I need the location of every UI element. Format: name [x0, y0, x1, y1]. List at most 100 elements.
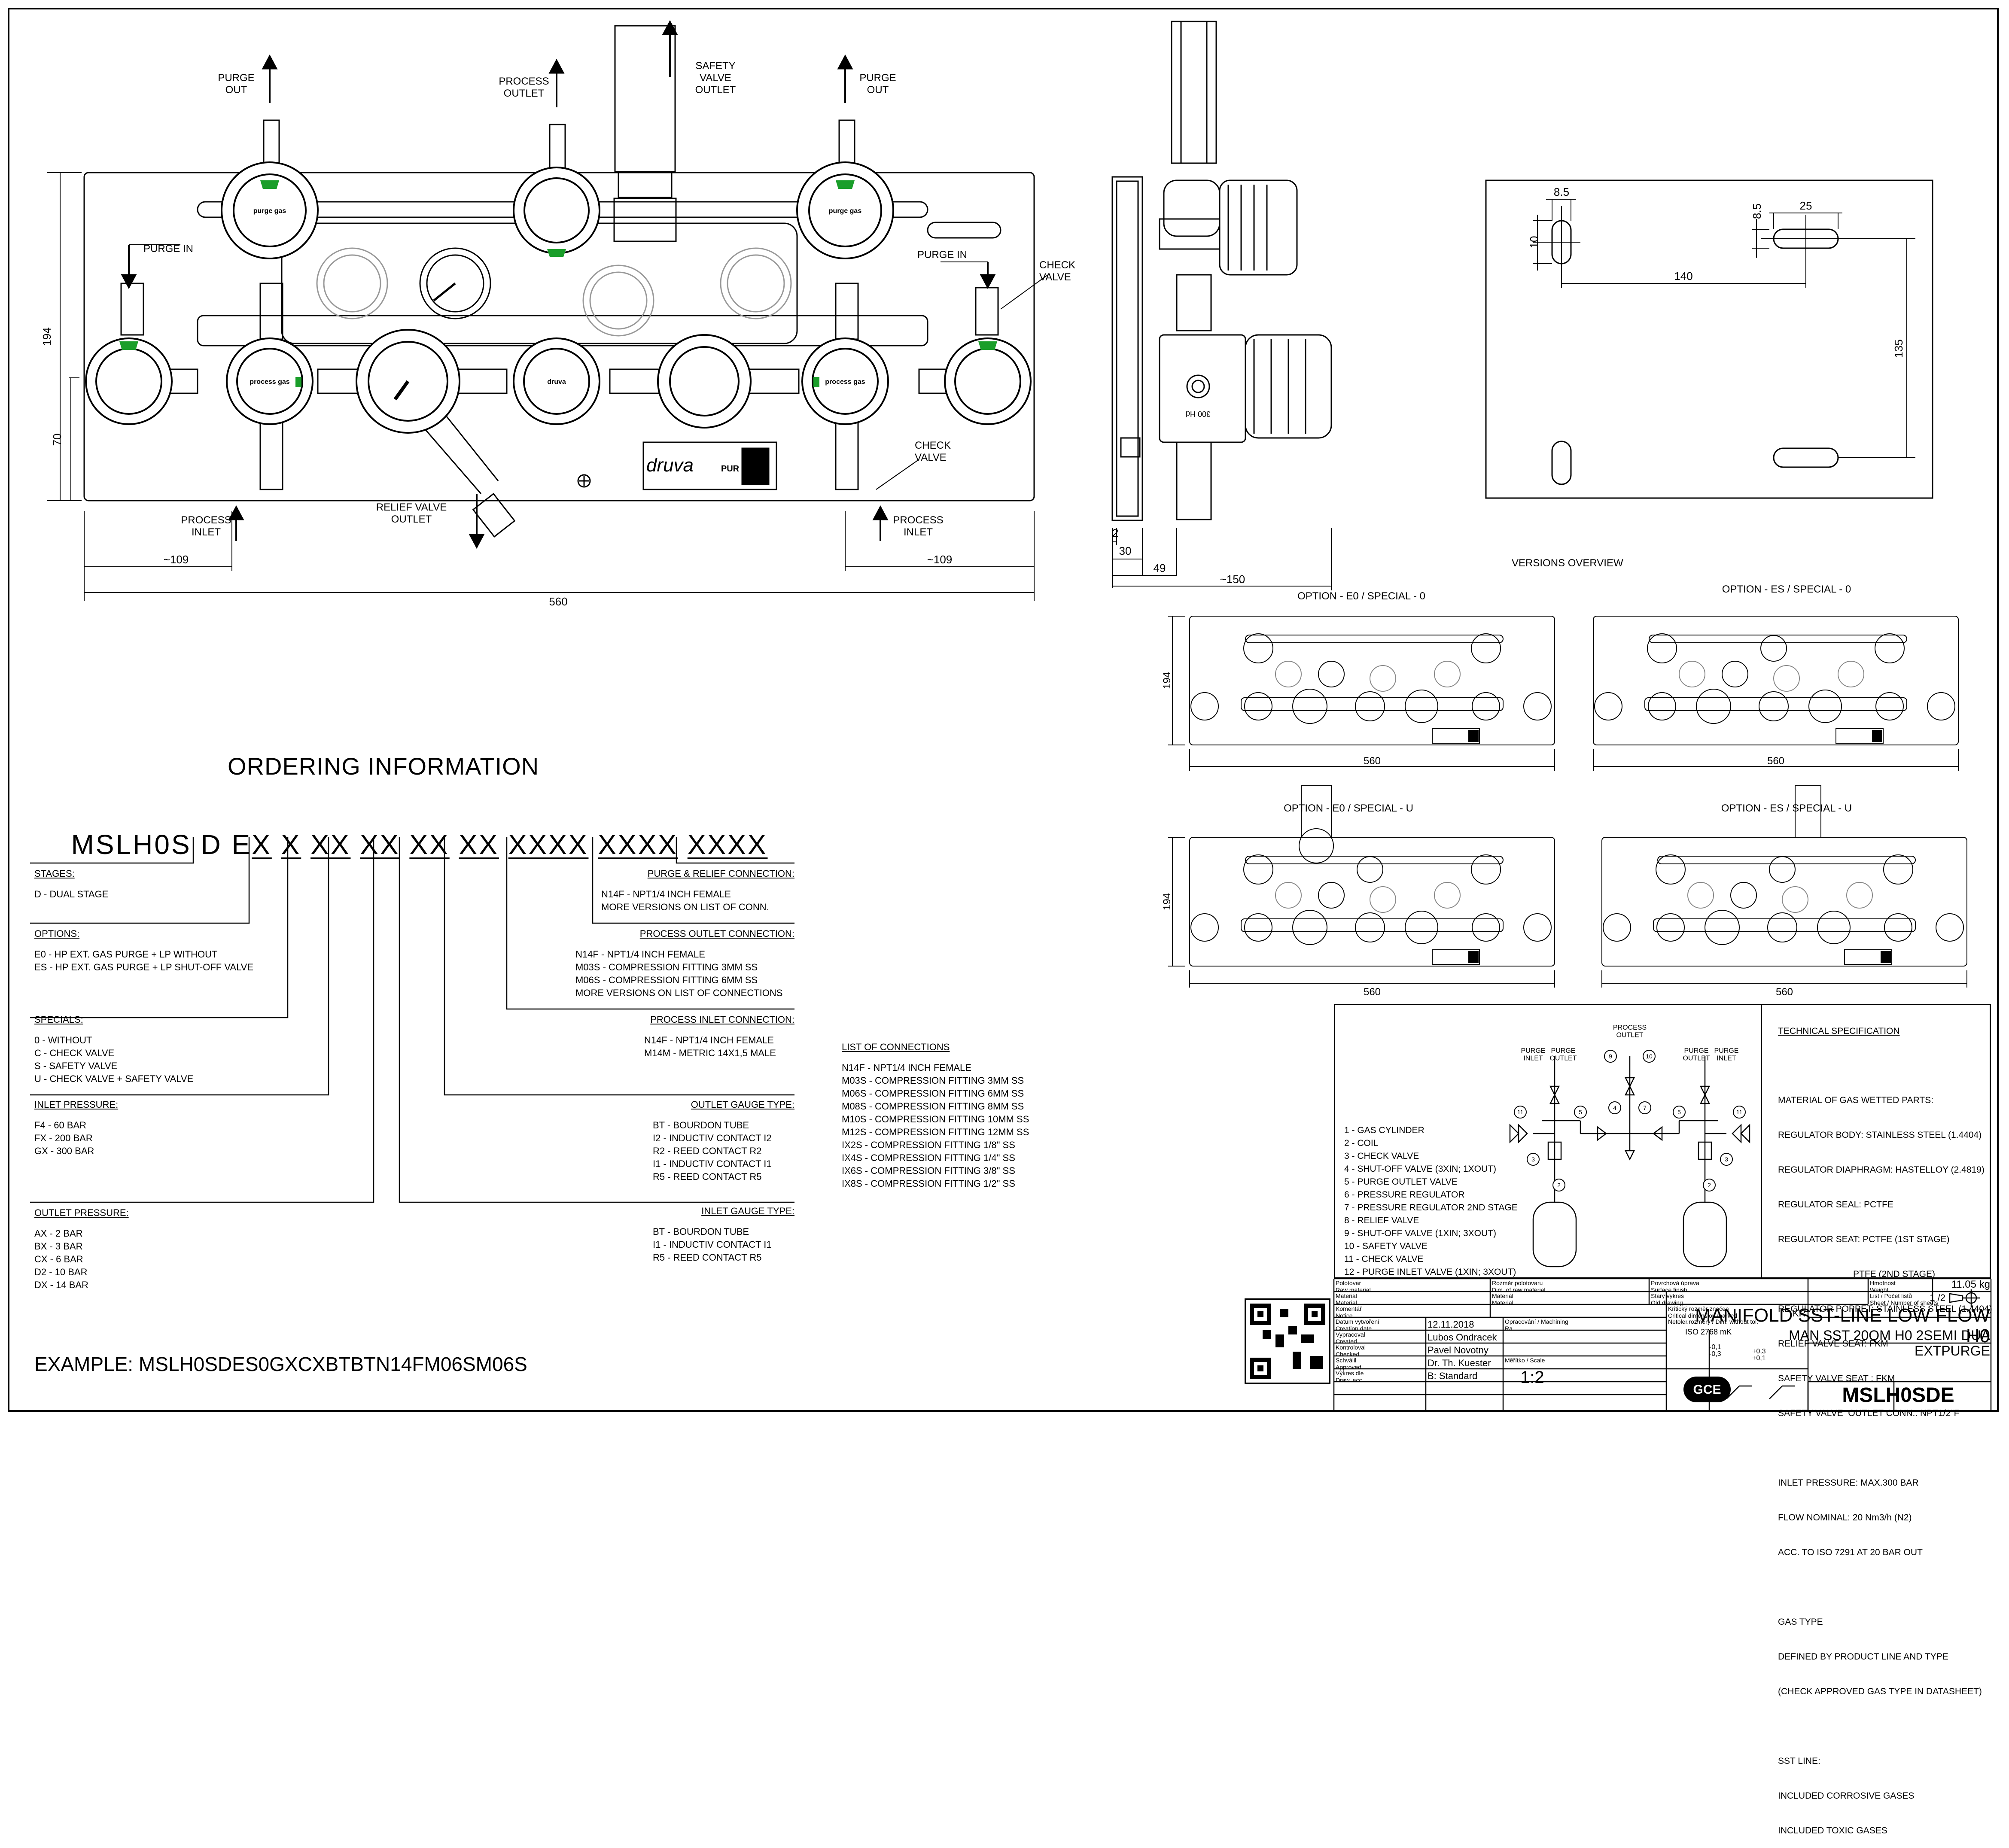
ordering-title: ORDERING INFORMATION [228, 753, 539, 780]
versions-overview: OPTION - E0 / SPECIAL - 0 OPTION - ES / … [1161, 584, 1967, 996]
gauge-rating: 300 Hd [1186, 410, 1211, 418]
purge-in-right-label: PURGE IN [917, 249, 968, 261]
dim-30: 30 [1119, 544, 1132, 557]
tb-approved: Dr. Th. Kuester [1428, 1358, 1491, 1368]
tb-lbl: Polotovar Raw material [1336, 1280, 1371, 1293]
dim-109-left: ~109 [164, 553, 189, 566]
process-inlet-right-label: PROCESS INLET [893, 514, 944, 538]
svg-text:3: 3 [1531, 1156, 1535, 1163]
tb-lbl: Netoler.rozměry / Dim. without tol. [1668, 1318, 1759, 1325]
drawing-frame [8, 8, 1999, 1412]
tb-revision: KR [1793, 1308, 1806, 1319]
section-process-outlet: PROCESS OUTLET CONNECTION: N14F - NPT1/4… [575, 928, 794, 998]
version-caption: OPTION - ES / SPECIAL - U [1721, 802, 1852, 814]
tb-weight: 11.05 kg [1951, 1279, 1990, 1290]
dim-height: 194 [40, 327, 53, 346]
tb-lbl: Starý výkres Old drawing [1651, 1292, 1684, 1306]
purge-out-left-label: PURGE OUT [218, 72, 255, 96]
tb-checked: Pavel Novotny [1428, 1345, 1488, 1356]
tb-lbl: Opracování / Machining Ra [1505, 1318, 1568, 1332]
code-part: XXXX [687, 829, 768, 860]
purge-in-left-label: PURGE IN [143, 243, 194, 255]
dim-width: 560 [549, 595, 567, 608]
code-part: XX [360, 829, 400, 860]
version-width: 560 [1776, 986, 1793, 996]
section-outlet-pressure: OUTLET PRESSURE: AX - 2 BAR BX - 3 BAR C… [34, 1207, 129, 1290]
code-part: XXXX [508, 829, 589, 860]
tb-lbl: Materiál Material [1492, 1292, 1513, 1306]
svg-text:3: 3 [1725, 1156, 1728, 1163]
code-part: XX [459, 829, 499, 860]
version-width: 560 [1364, 755, 1381, 767]
dim-8-5-b: 8.5 [1750, 204, 1763, 219]
dim-10: 10 [1528, 236, 1540, 249]
brand-logo: druva [646, 455, 694, 476]
order-example: EXAMPLE: MSLH0SDES0GXCXBTBTN14FM06SM06S [34, 1353, 527, 1375]
regulator-label: purge gas [829, 207, 862, 215]
tb-lbl: Měřítko / Scale [1505, 1357, 1545, 1364]
list-of-connections: LIST OF CONNECTIONS N14F - NPT1/4 INCH F… [842, 1042, 1029, 1189]
tb-scale: 1:2 [1520, 1368, 1544, 1387]
section-inlet-pressure: INLET PRESSURE: F4 - 60 BAR FX - 200 BAR… [34, 1099, 119, 1156]
version-width: 560 [1767, 755, 1784, 767]
versions-title: VERSIONS OVERVIEW [1512, 557, 1623, 569]
code-part: X [252, 829, 272, 860]
tb-lbl: Povrchová úprava Surface finish [1651, 1280, 1699, 1293]
dim-70: 70 [51, 434, 64, 446]
section-stages: STAGES: D - DUAL STAGE [34, 868, 109, 900]
dim-109-right: ~109 [927, 553, 953, 566]
version-caption: OPTION - E0 / SPECIAL - 0 [1297, 590, 1425, 602]
version-caption: OPTION - ES / SPECIAL - 0 [1722, 584, 1851, 595]
ordering-leader-lines [30, 837, 794, 1203]
check-valve-bottom-label: CHECK VALVE [915, 440, 951, 463]
dim-25: 25 [1800, 199, 1812, 212]
dim-135: 135 [1892, 339, 1905, 358]
dim-49: 49 [1154, 562, 1166, 574]
tb-title-2: MAN SST 20QM H0 2SEMI DUA EXTPURGE [1789, 1328, 1990, 1359]
tb-tol-minus: -0,1 -0,3 [1709, 1343, 1721, 1358]
gce-logo [1683, 1377, 1731, 1402]
gce-logo-text: GCE [1693, 1383, 1721, 1397]
svg-text:9: 9 [1609, 1053, 1612, 1060]
brand-suffix: PUR [721, 464, 740, 474]
version-width: 560 [1364, 986, 1381, 996]
technical-specification: TECHNICAL SPECIFICATION MATERIAL OF GAS … [1778, 1026, 1992, 1836]
code-part: XX [310, 829, 351, 860]
tb-lbl: Výkres dle Draw. acc. [1336, 1370, 1364, 1383]
front-view-drawing: purge gas purge gas process gas process … [40, 20, 1048, 608]
section-specials: SPECIALS: 0 - WITHOUT C - CHECK VALVE S … [34, 1014, 194, 1084]
purge-out-right-label: PURGE OUT [859, 72, 896, 96]
tb-iso: ISO 2768 mK [1685, 1328, 1732, 1336]
safety-valve-outlet-label: SAFETY VALVE OUTLET [695, 60, 736, 96]
tb-lbl: List / Počet listů Sheet / Number of she… [1870, 1292, 1938, 1306]
tb-lbl: Komentář Notice [1336, 1305, 1362, 1319]
svg-text:5: 5 [1677, 1109, 1681, 1115]
tb-tol-plus: +0,3 +0,1 [1752, 1348, 1766, 1362]
tb-standard: B: Standard [1428, 1371, 1478, 1381]
process-outlet-label: PROCESS OUTLET [499, 76, 549, 99]
process-inlet-left-label: PROCESS INLET [181, 514, 231, 538]
back-view-drawing: 8.5 25 8.5 10 140 135 [1485, 179, 1933, 499]
svg-text:10: 10 [1646, 1053, 1653, 1060]
tb-date: 12.11.2018 [1428, 1319, 1474, 1330]
dim-140: 140 [1674, 270, 1692, 283]
version-height: 194 [1161, 672, 1173, 689]
tb-part-number: MSLH0SDE [1842, 1384, 1954, 1407]
schematic-box [1334, 1004, 1991, 1279]
tb-lbl: Kritický rozměr značen Critical dimensio… [1668, 1305, 1738, 1319]
dim-2: 2 [1112, 526, 1118, 539]
section-inlet-gauge: INLET GAUGE TYPE: BT - BOURDON TUBE I1 -… [653, 1206, 794, 1263]
code-part: XXXX [598, 829, 678, 860]
svg-text:2: 2 [1708, 1182, 1711, 1188]
regulator-label: purge gas [253, 207, 286, 215]
order-code-prefix: MSLH0S D E [71, 829, 252, 860]
tb-lbl: Kontroloval Checked [1336, 1344, 1366, 1358]
component-legend: 1 - GAS CYLINDER 2 - COIL 3 - CHECK VALV… [1344, 1125, 1518, 1277]
tb-lbl: Materiál Material [1336, 1292, 1357, 1306]
code-part: X [281, 829, 301, 860]
section-outlet-gauge: OUTLET GAUGE TYPE: BT - BOURDON TUBE I2 … [653, 1099, 794, 1182]
